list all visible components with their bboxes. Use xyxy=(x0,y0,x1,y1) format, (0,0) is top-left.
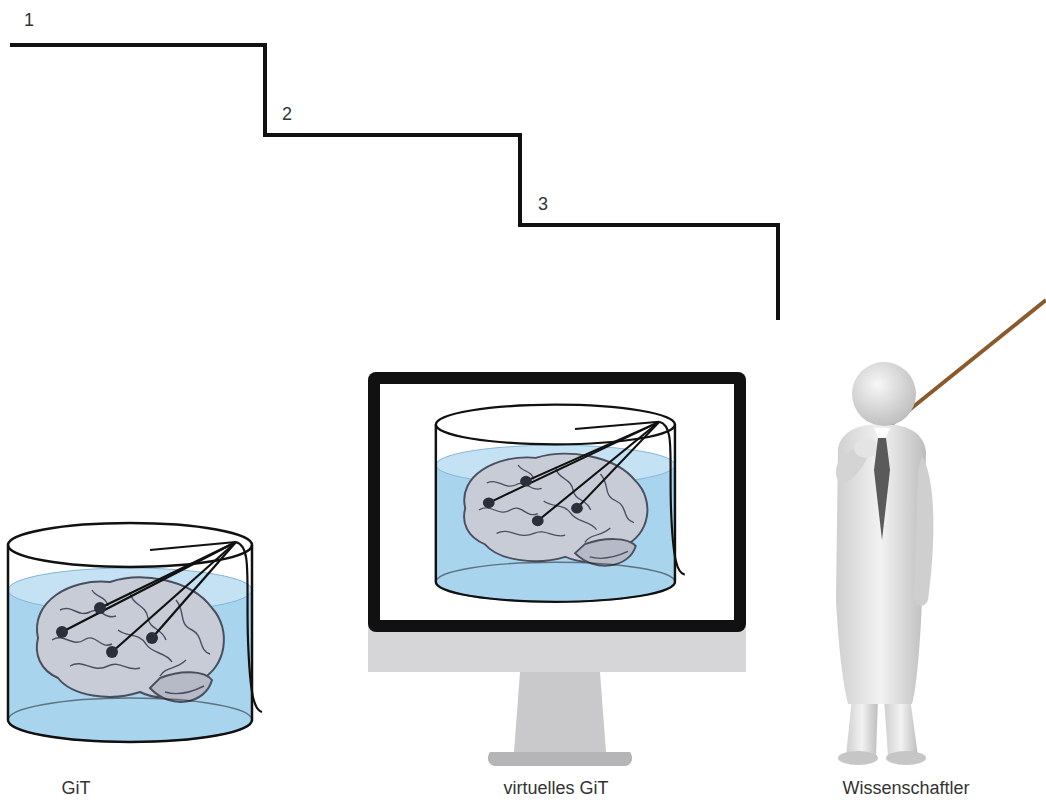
caption-label: Wissenschaftler xyxy=(842,778,969,800)
step-number: 1 xyxy=(24,10,34,32)
step-number: 3 xyxy=(538,194,548,216)
monitor xyxy=(368,372,746,766)
scientist-figure xyxy=(836,300,1046,765)
caption-label: virtuelles GiT xyxy=(503,778,608,800)
brain-tank xyxy=(8,523,262,742)
staircase-line xyxy=(10,45,778,320)
step-number: 2 xyxy=(282,104,292,126)
caption-label: GiT xyxy=(62,778,91,800)
